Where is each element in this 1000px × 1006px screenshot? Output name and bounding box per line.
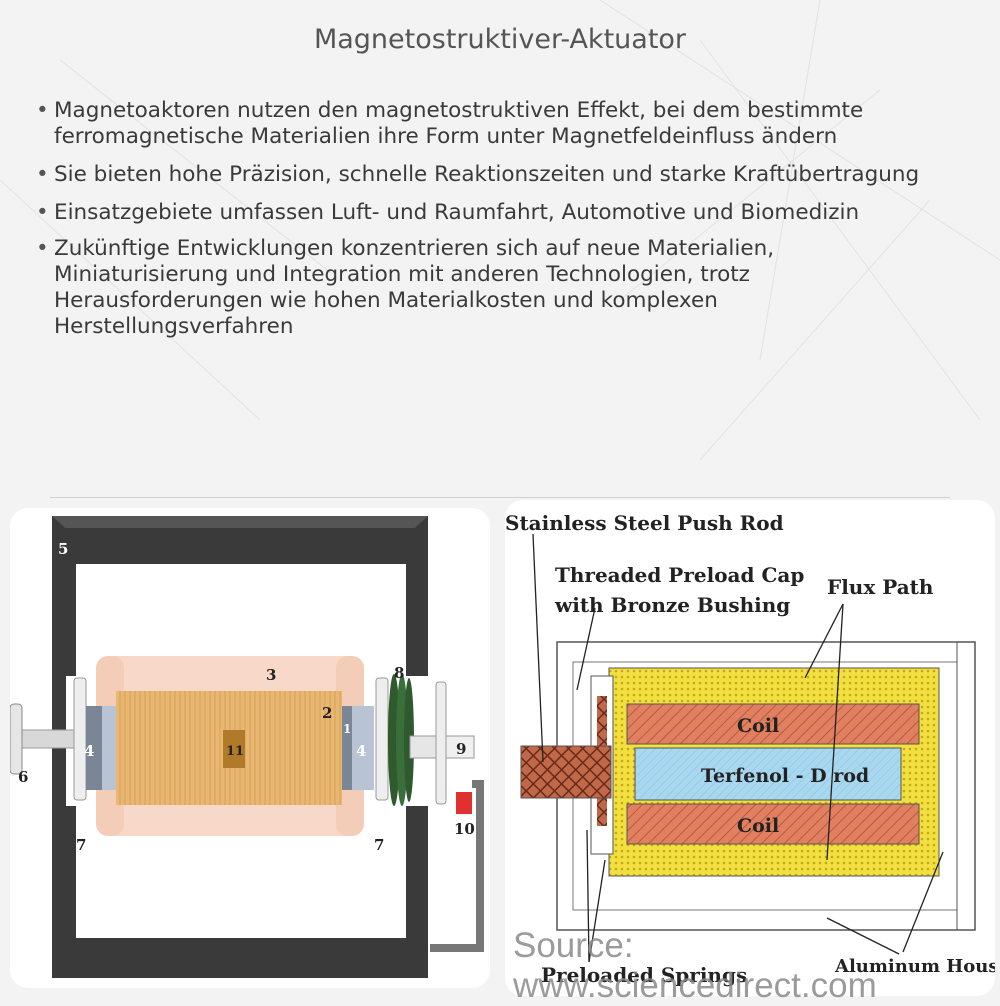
leader-flux-bottom (826, 603, 844, 861)
label-aluminum-housing: Aluminum Housing (834, 956, 995, 977)
label-3: 3 (266, 666, 276, 684)
page-title: Magnetostruktiver-Aktuator (313, 24, 687, 55)
label-terfenol-rod: Terfenol - D rod (701, 765, 869, 787)
bullet-item: Einsatzgebiete umfassen Luft- und Raumfa… (34, 200, 934, 226)
leader-housing-1 (826, 917, 900, 955)
label-1: 1 (343, 722, 351, 736)
leader-springs-1 (586, 829, 590, 963)
bullet-list: Magnetoaktoren nutzen den magnetostrukti… (34, 98, 934, 340)
label-5: 5 (58, 540, 68, 558)
terfenol-rod (634, 747, 902, 801)
label-7-right: 7 (374, 836, 384, 854)
frame-bevel (52, 516, 428, 528)
label-4-left: 4 (84, 742, 94, 760)
label-coil-top: Coil (737, 715, 779, 737)
left-disk-face (102, 706, 116, 790)
label-11: 11 (226, 744, 244, 759)
right-washer (375, 677, 389, 801)
leader-preload-cap (576, 607, 596, 691)
coil-marker (223, 730, 245, 768)
leader-springs-2 (588, 859, 606, 963)
coil-top (626, 703, 920, 745)
leader-push-rod (532, 533, 544, 763)
label-6: 6 (18, 768, 28, 786)
coil-bottom (626, 803, 920, 845)
label-10: 10 (454, 820, 475, 838)
source-watermark: Source: www.sciencedirect.com (513, 926, 877, 1005)
actuator-diagram-right: Stainless Steel Push Rod Threaded Preloa… (505, 500, 995, 996)
bullet-item: Zukünftige Entwicklungen konzentrieren s… (34, 236, 934, 340)
label-preloaded-springs: Preloaded Springs (541, 963, 747, 987)
label-flux-path: Flux Path (827, 575, 934, 599)
bullet-item: Magnetoaktoren nutzen den magnetostrukti… (34, 98, 934, 150)
leader-flux-top (804, 603, 844, 679)
spring-disk-3 (404, 678, 414, 802)
output-tip (445, 735, 475, 759)
label-4-right: 4 (356, 742, 366, 760)
label-8: 8 (394, 664, 404, 682)
label-2: 2 (322, 704, 332, 722)
sensor-bracket (430, 780, 484, 952)
leader-housing-2 (902, 851, 944, 953)
label-coil-bottom: Coil (737, 815, 779, 837)
right-disk-2 (352, 706, 374, 790)
label-7-left: 7 (76, 836, 86, 854)
push-rod (520, 745, 612, 799)
bullet-item: Sie bieten hohe Präzision, schnelle Reak… (34, 162, 934, 188)
section-divider (50, 497, 950, 498)
sensor-button (456, 792, 472, 814)
left-bolt-head (10, 703, 23, 775)
left-washer (73, 677, 87, 801)
right-plate (435, 681, 447, 805)
label-preload-cap-1: Threaded Preload Cap (555, 563, 804, 587)
label-preload-cap-2: with Bronze Bushing (554, 593, 790, 617)
actuator-diagram-left: 5 3 2 11 4 1 4 8 9 6 7 7 10 (10, 508, 490, 988)
label-push-rod: Stainless Steel Push Rod (505, 511, 784, 535)
label-9: 9 (456, 740, 466, 758)
